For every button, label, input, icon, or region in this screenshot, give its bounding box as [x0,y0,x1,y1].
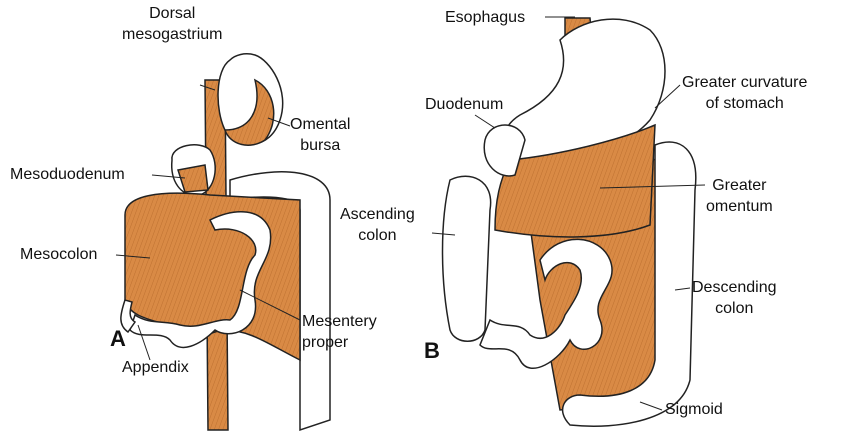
label-appendix: Appendix [122,359,189,376]
small-intestine-a [129,211,272,349]
label-greater-omentum: Greater omentum [706,175,773,217]
panel-a-artwork [120,53,331,432]
label-line: bursa [300,137,341,154]
label-sigmoid: Sigmoid [665,401,723,418]
small-intestine-b [479,238,613,369]
label-line: mesogastrium [122,26,223,43]
mesoduodenum-a [177,164,209,193]
label-line: of stomach [705,95,784,112]
label-line: omentum [706,198,773,215]
greater-omentum-b [494,123,656,238]
label-duodenum: Duodenum [425,96,504,113]
appendix-a [120,299,137,334]
label-line: Dorsal [149,5,196,22]
label-mesoduodenum: Mesoduodenum [10,166,125,183]
label-mesocolon: Mesocolon [20,246,98,263]
label-line: colon [358,227,397,244]
label-ascending-colon: Ascending colon [340,204,415,246]
descending-colon-b [561,141,697,427]
label-descending-colon: Descending colon [692,277,777,319]
label-esophagus: Esophagus [445,9,526,26]
panel-letter-b: B [424,338,440,363]
duodenum-b [483,124,526,177]
label-line: Greater [712,177,767,194]
label-dorsal-mesogastrium: Dorsal mesogastrium [122,3,222,45]
label-line: Descending [692,279,777,296]
label-mesentery-proper: Mesentery proper [302,311,377,353]
label-line: Greater curvature [682,74,808,91]
ascending-colon-b [441,175,492,342]
label-line: Omental [290,116,351,133]
label-line: proper [302,334,349,351]
panel-b-artwork [441,17,697,427]
label-greater-curvature: Greater curvature of stomach [682,72,807,114]
label-omental-bursa: Omental bursa [290,114,350,156]
panel-letter-a: A [110,326,126,351]
label-line: colon [715,300,754,317]
label-line: Ascending [340,206,415,223]
label-line: Mesentery [302,313,377,330]
omental-bursa-a [223,78,275,146]
leader-lines [115,16,706,411]
